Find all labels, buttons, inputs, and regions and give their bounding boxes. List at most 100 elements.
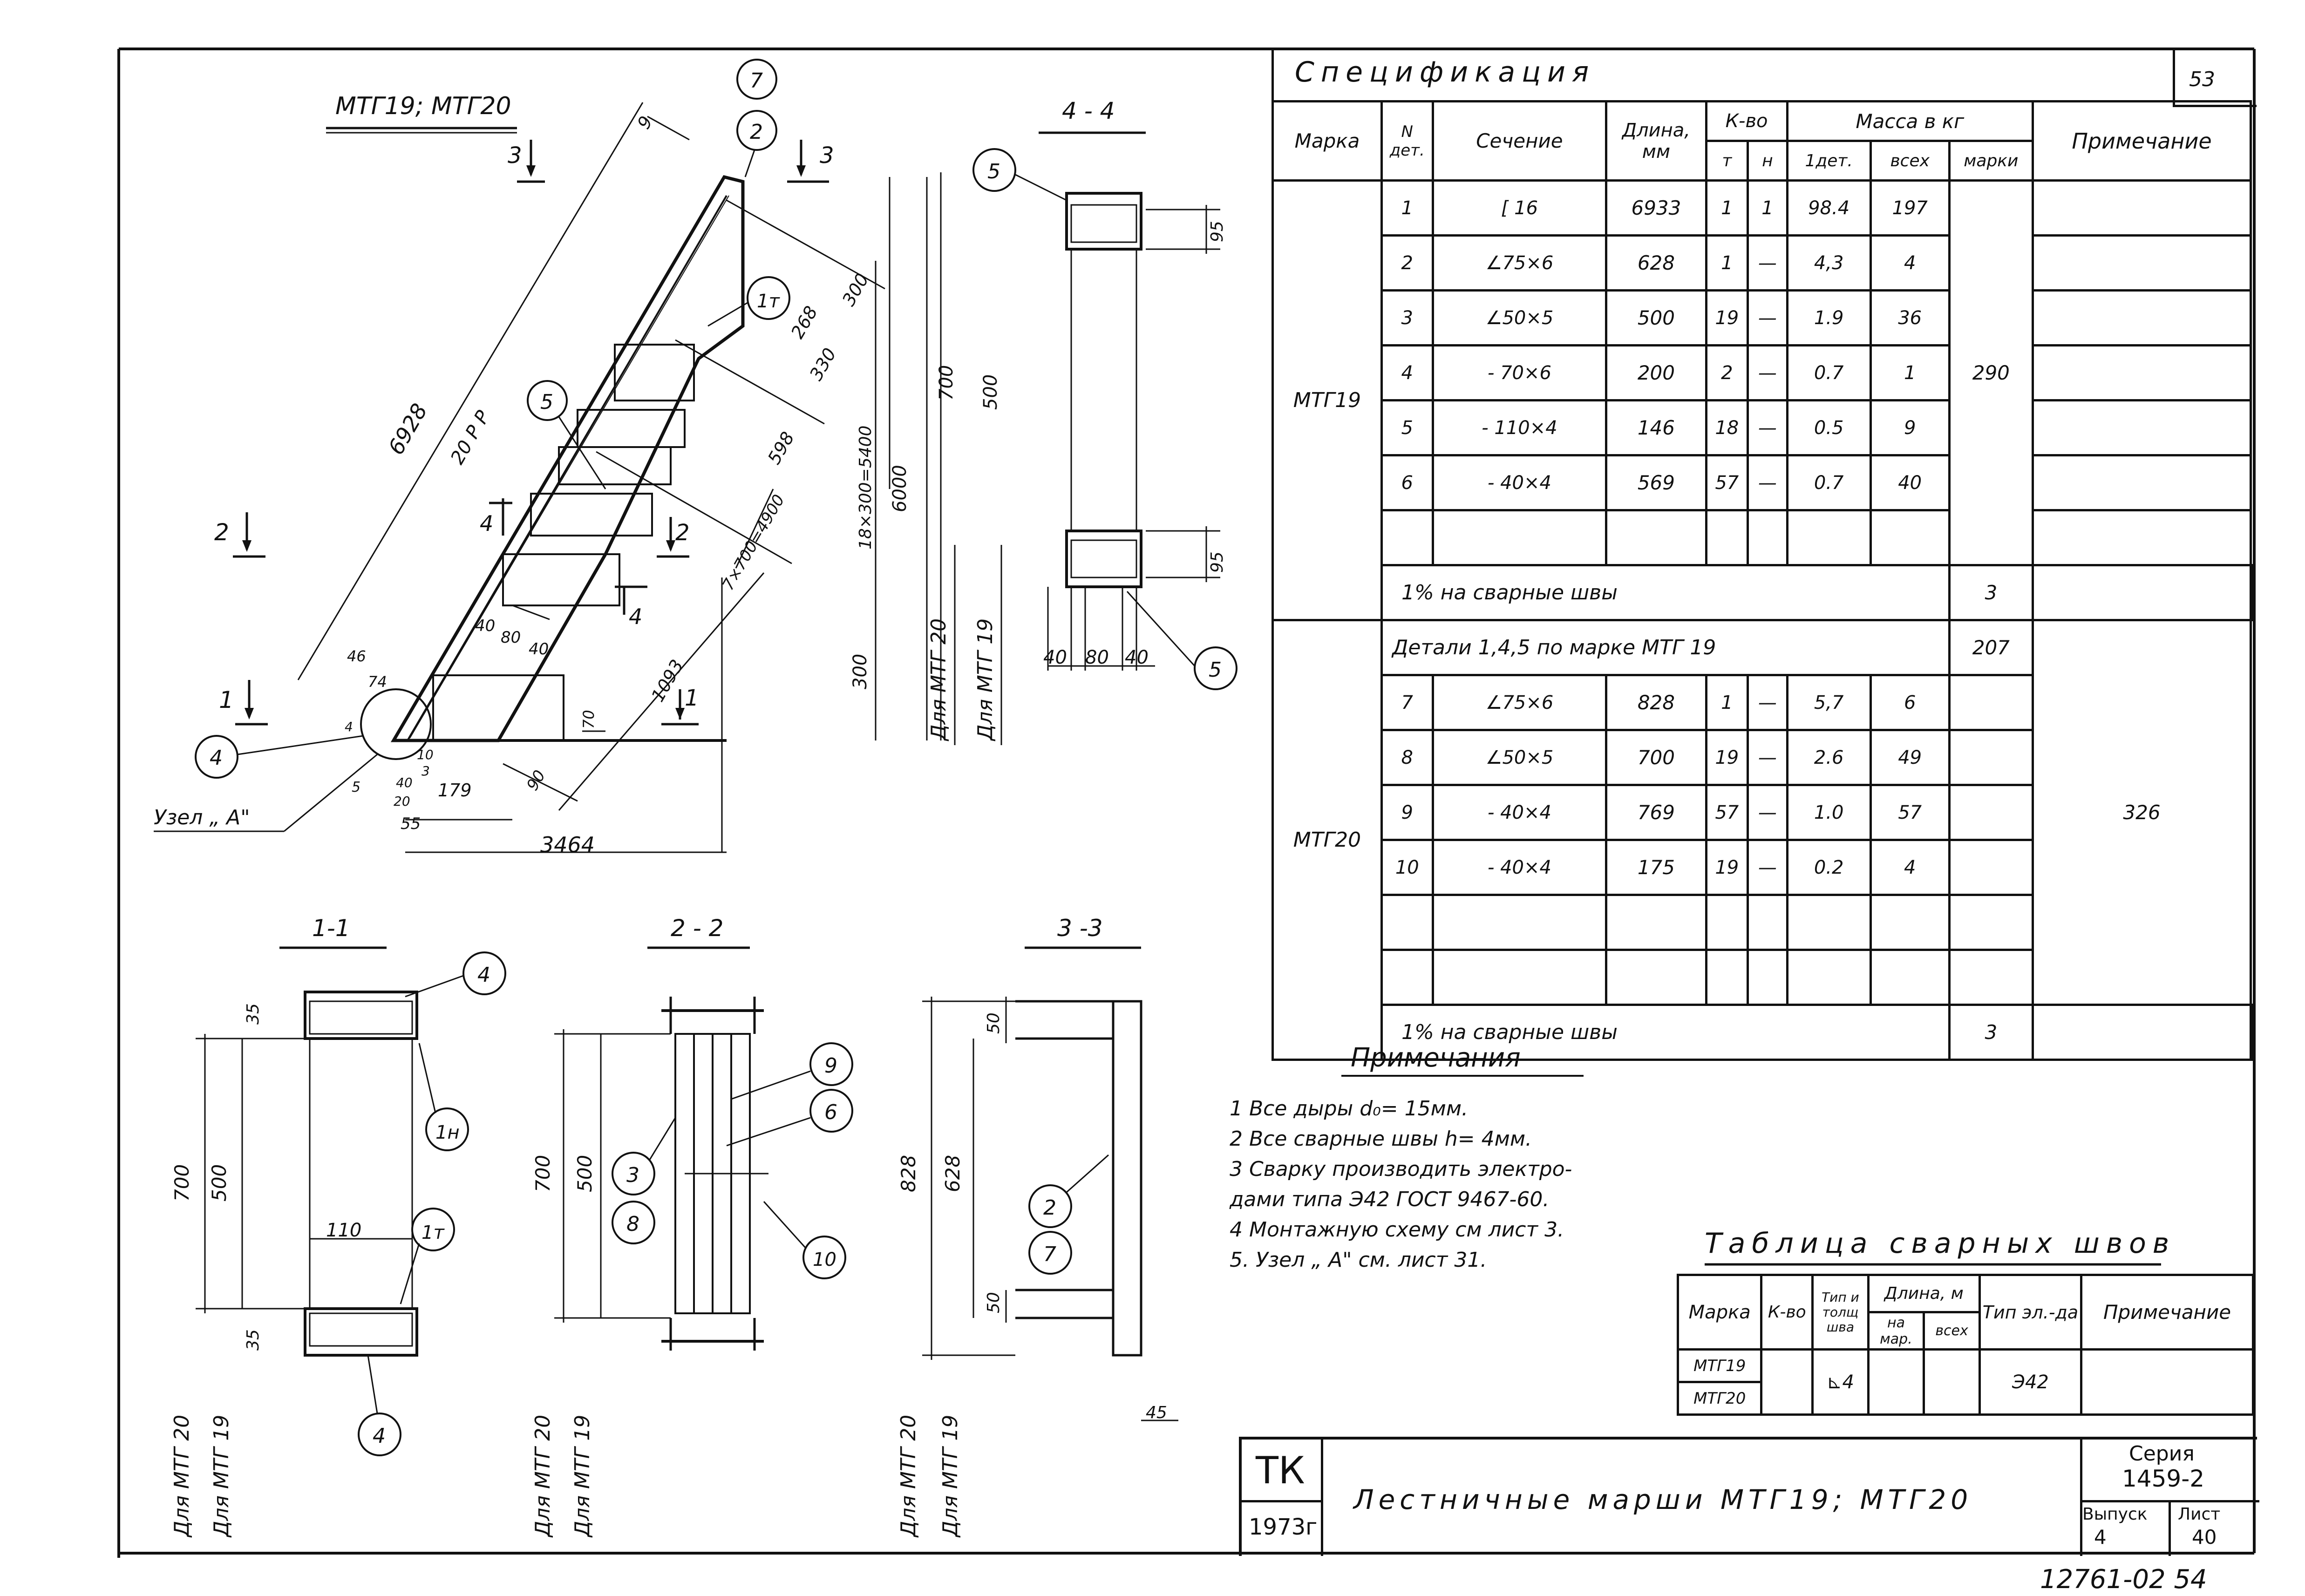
svg-text:9: 9 (824, 1054, 837, 1078)
section-1-1: 1-1 35 700 500 110 35 Для МТГ 20 Для МТГ… (170, 915, 418, 1538)
svg-text:4: 4 (477, 963, 490, 987)
node-a-label: Узел „ А" (154, 806, 250, 829)
notes-block: Примечания 1 Все дыры d₀= 15мм. 2 Все св… (1229, 1043, 1584, 1272)
svg-text:6: 6 (824, 1100, 837, 1124)
svg-text:2: 2 (675, 520, 690, 546)
cut-marker-1b: 1 (661, 685, 699, 726)
svg-text:35: 35 (244, 1329, 263, 1351)
svg-text:40: 40 (1043, 647, 1067, 668)
dim-10: 10 (417, 747, 434, 762)
mtg20-weld: 1% на сварные швы (1380, 1004, 1951, 1061)
dim-3: 3 (422, 763, 430, 779)
note-3b: дами типа Э42 ГОСТ 9467-60. (1229, 1188, 1549, 1211)
page-number: 53 (2189, 68, 2215, 91)
callout-7a: 7 (736, 59, 777, 100)
dim-74: 74 (368, 673, 387, 691)
dim-500: 500 (980, 374, 1001, 410)
for-mtg20-11: Для МТГ 20 (170, 1415, 194, 1538)
note-3: 3 Сварку производить электро- (1230, 1157, 1572, 1181)
svg-text:4: 4 (629, 604, 642, 629)
svg-text:1т: 1т (757, 291, 780, 312)
tb-org-cell (1242, 1440, 1323, 1502)
mtg20-parts: Детали 1,4,5 по марке МТГ 19 (1380, 619, 1951, 676)
tb-year: 1973г (1249, 1514, 1318, 1540)
svg-text:2: 2 (750, 120, 763, 144)
spec-h-kvo: К-во (1705, 100, 1788, 142)
svg-text:3: 3 (820, 143, 834, 169)
callout-4b: 4 (405, 951, 506, 998)
dim-700: 700 (936, 365, 957, 401)
for-mtg19-11: Для МТГ 19 (210, 1415, 233, 1538)
spec-h-n: N дет. (1380, 100, 1434, 182)
svg-text:50: 50 (984, 1292, 1003, 1313)
dim-5: 5 (352, 779, 360, 795)
dim-40c: 40 (396, 775, 413, 790)
tb-list-value: 40 (2192, 1526, 2217, 1548)
svg-text:5: 5 (1209, 658, 1222, 682)
svg-text:110: 110 (326, 1220, 361, 1241)
note-1: 1 Все дыры d₀= 15мм. (1230, 1097, 1468, 1121)
dim-179: 179 (438, 780, 472, 801)
svg-text:7: 7 (750, 69, 763, 93)
spec-h-len: Длина, мм (1605, 100, 1707, 182)
callout-7b: 7 (1028, 1231, 1072, 1275)
sec44-title: 4 - 4 (1062, 97, 1115, 124)
note-4: 4 Монтажную схему см лист 3. (1230, 1218, 1564, 1242)
spec-h-marka: Марка (1271, 100, 1383, 182)
svg-text:4: 4 (373, 1424, 386, 1448)
svg-text:10: 10 (813, 1249, 836, 1270)
weld-table-title: Таблица сварных швов (1705, 1227, 2176, 1260)
dim-4: 4 (345, 719, 353, 734)
sec11-title: 1-1 (312, 915, 350, 942)
svg-text:3: 3 (508, 143, 522, 169)
spec-title: Спецификация (1295, 56, 1596, 88)
callouts: 7 2 1т 5 4 5 5 4 1н 1т 4 9 6 3 8 10 2 7 (195, 59, 1237, 1456)
svg-text:5: 5 (540, 390, 553, 414)
tb-series-label: Серия (2129, 1442, 2195, 1466)
svg-text:2: 2 (214, 519, 229, 546)
spec-h-sec: Сечение (1431, 100, 1608, 182)
cut-marker-2b: 2 (657, 517, 690, 558)
sec33-title: 3 -3 (1057, 915, 1103, 942)
svg-text:1: 1 (685, 685, 699, 711)
dim-330: 330 (806, 345, 840, 384)
spec-h-prim: Примечание (2031, 100, 2252, 182)
tb-org: ТК (1256, 1449, 1305, 1492)
dim-18x300: 18×300=5400 (856, 426, 875, 550)
svg-text:7: 7 (1043, 1243, 1056, 1266)
title-block: ТК 1973г Лестничные марши МТГ19; МТГ20 С… (1239, 1437, 2259, 1556)
mtg20-mass: 326 (2031, 619, 2252, 1006)
callout-6: 6 (726, 1089, 853, 1147)
tb-series-value: 1459-2 (2122, 1465, 2205, 1492)
cut-marker-4a: 4 (480, 498, 512, 536)
callout-4c: 4 (358, 1355, 401, 1456)
cut-marker-1a: 1 (219, 680, 268, 726)
cut-marker-2a: 2 (214, 512, 265, 558)
svg-text:1н: 1н (435, 1122, 460, 1143)
callout-5b: 5 (972, 148, 1067, 201)
callout-5c: 5 (1126, 591, 1237, 690)
callout-3: 3 (612, 1117, 676, 1195)
cut-marker-4b: 4 (615, 585, 647, 629)
callout-9: 9 (731, 1042, 853, 1100)
tb-vypusk-cell (2080, 1500, 2171, 1556)
svg-text:700: 700 (531, 1155, 554, 1192)
svg-text:2: 2 (1043, 1196, 1056, 1220)
callout-1t2: 1т (400, 1208, 455, 1304)
sheet-frame (117, 48, 2256, 1558)
svg-text:40: 40 (1125, 647, 1149, 668)
svg-text:828: 828 (897, 1155, 920, 1192)
for-mtg19-label: Для МТГ 19 (973, 618, 997, 741)
svg-text:95: 95 (1208, 221, 1227, 242)
dim-20pp: 20 Р Р (447, 407, 495, 468)
dim-6928: 6928 (383, 399, 432, 459)
tb-list-label: Лист (2178, 1505, 2221, 1524)
section-2-2: 2 - 2 700 500 Для МТГ 20 Для МТГ 19 (531, 915, 768, 1538)
dim-46: 46 (347, 647, 366, 665)
spec-h-mass: Масса в кг (1786, 100, 2034, 142)
svg-text:700: 700 (170, 1164, 193, 1202)
main-view-title: МТГ19; МТГ20 (335, 92, 511, 120)
svg-text:45: 45 (1146, 1403, 1167, 1422)
callout-8: 8 (612, 1201, 655, 1244)
dim-40b: 40 (529, 640, 549, 659)
